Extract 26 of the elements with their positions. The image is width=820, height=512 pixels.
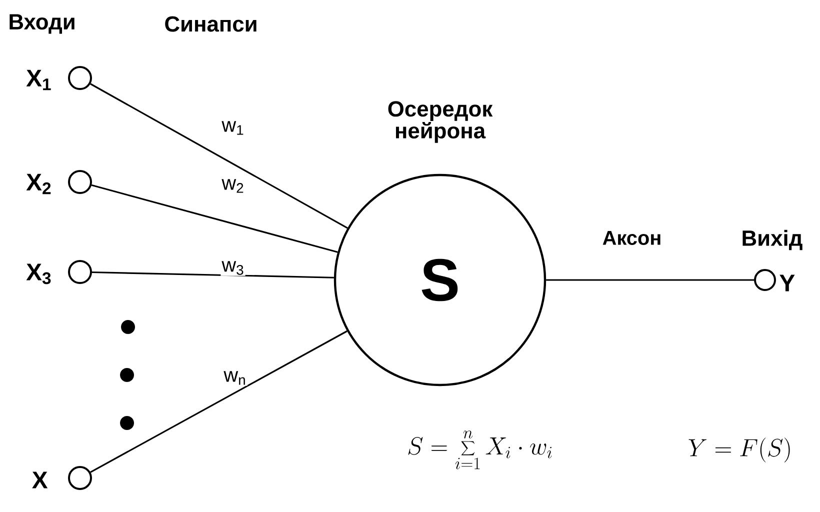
terminal-circle <box>754 269 776 291</box>
input-label: X$_{2}$ <box>26 174 51 194</box>
edge-label: w$_{n}$ <box>224 371 245 385</box>
axon-line <box>546 279 754 281</box>
synapse-line <box>90 83 348 229</box>
synapse-line <box>90 330 348 473</box>
terminal-circle <box>68 466 92 490</box>
edge-label: Аксон <box>602 231 660 245</box>
edge-label: w$_{2}$ <box>222 179 244 193</box>
input-label: X <box>32 472 48 488</box>
neuron-title: Осередок нейрона <box>388 101 493 143</box>
edge-label: w$_{3}$ <box>222 261 244 275</box>
formula: $S =\sum_{i=1}^{n} X_{i}\cdot w_{i}$ <box>408 430 552 470</box>
input-label: X$_{3}$ <box>26 264 51 284</box>
synapse-line <box>91 184 338 253</box>
input-label: X$_{1}$ <box>26 70 51 90</box>
synapse-line <box>92 271 334 278</box>
terminal-circle <box>68 66 92 90</box>
output-symbol: Y <box>780 274 795 292</box>
terminal-circle <box>68 170 92 194</box>
heading: Синапси <box>165 16 256 32</box>
formula: $Y = F(S)$ <box>688 438 790 462</box>
terminal-circle <box>68 260 92 284</box>
output-label: Вихід <box>742 230 802 250</box>
heading: Входи <box>10 14 74 34</box>
edge-label: w$_{1}$ <box>222 121 244 135</box>
